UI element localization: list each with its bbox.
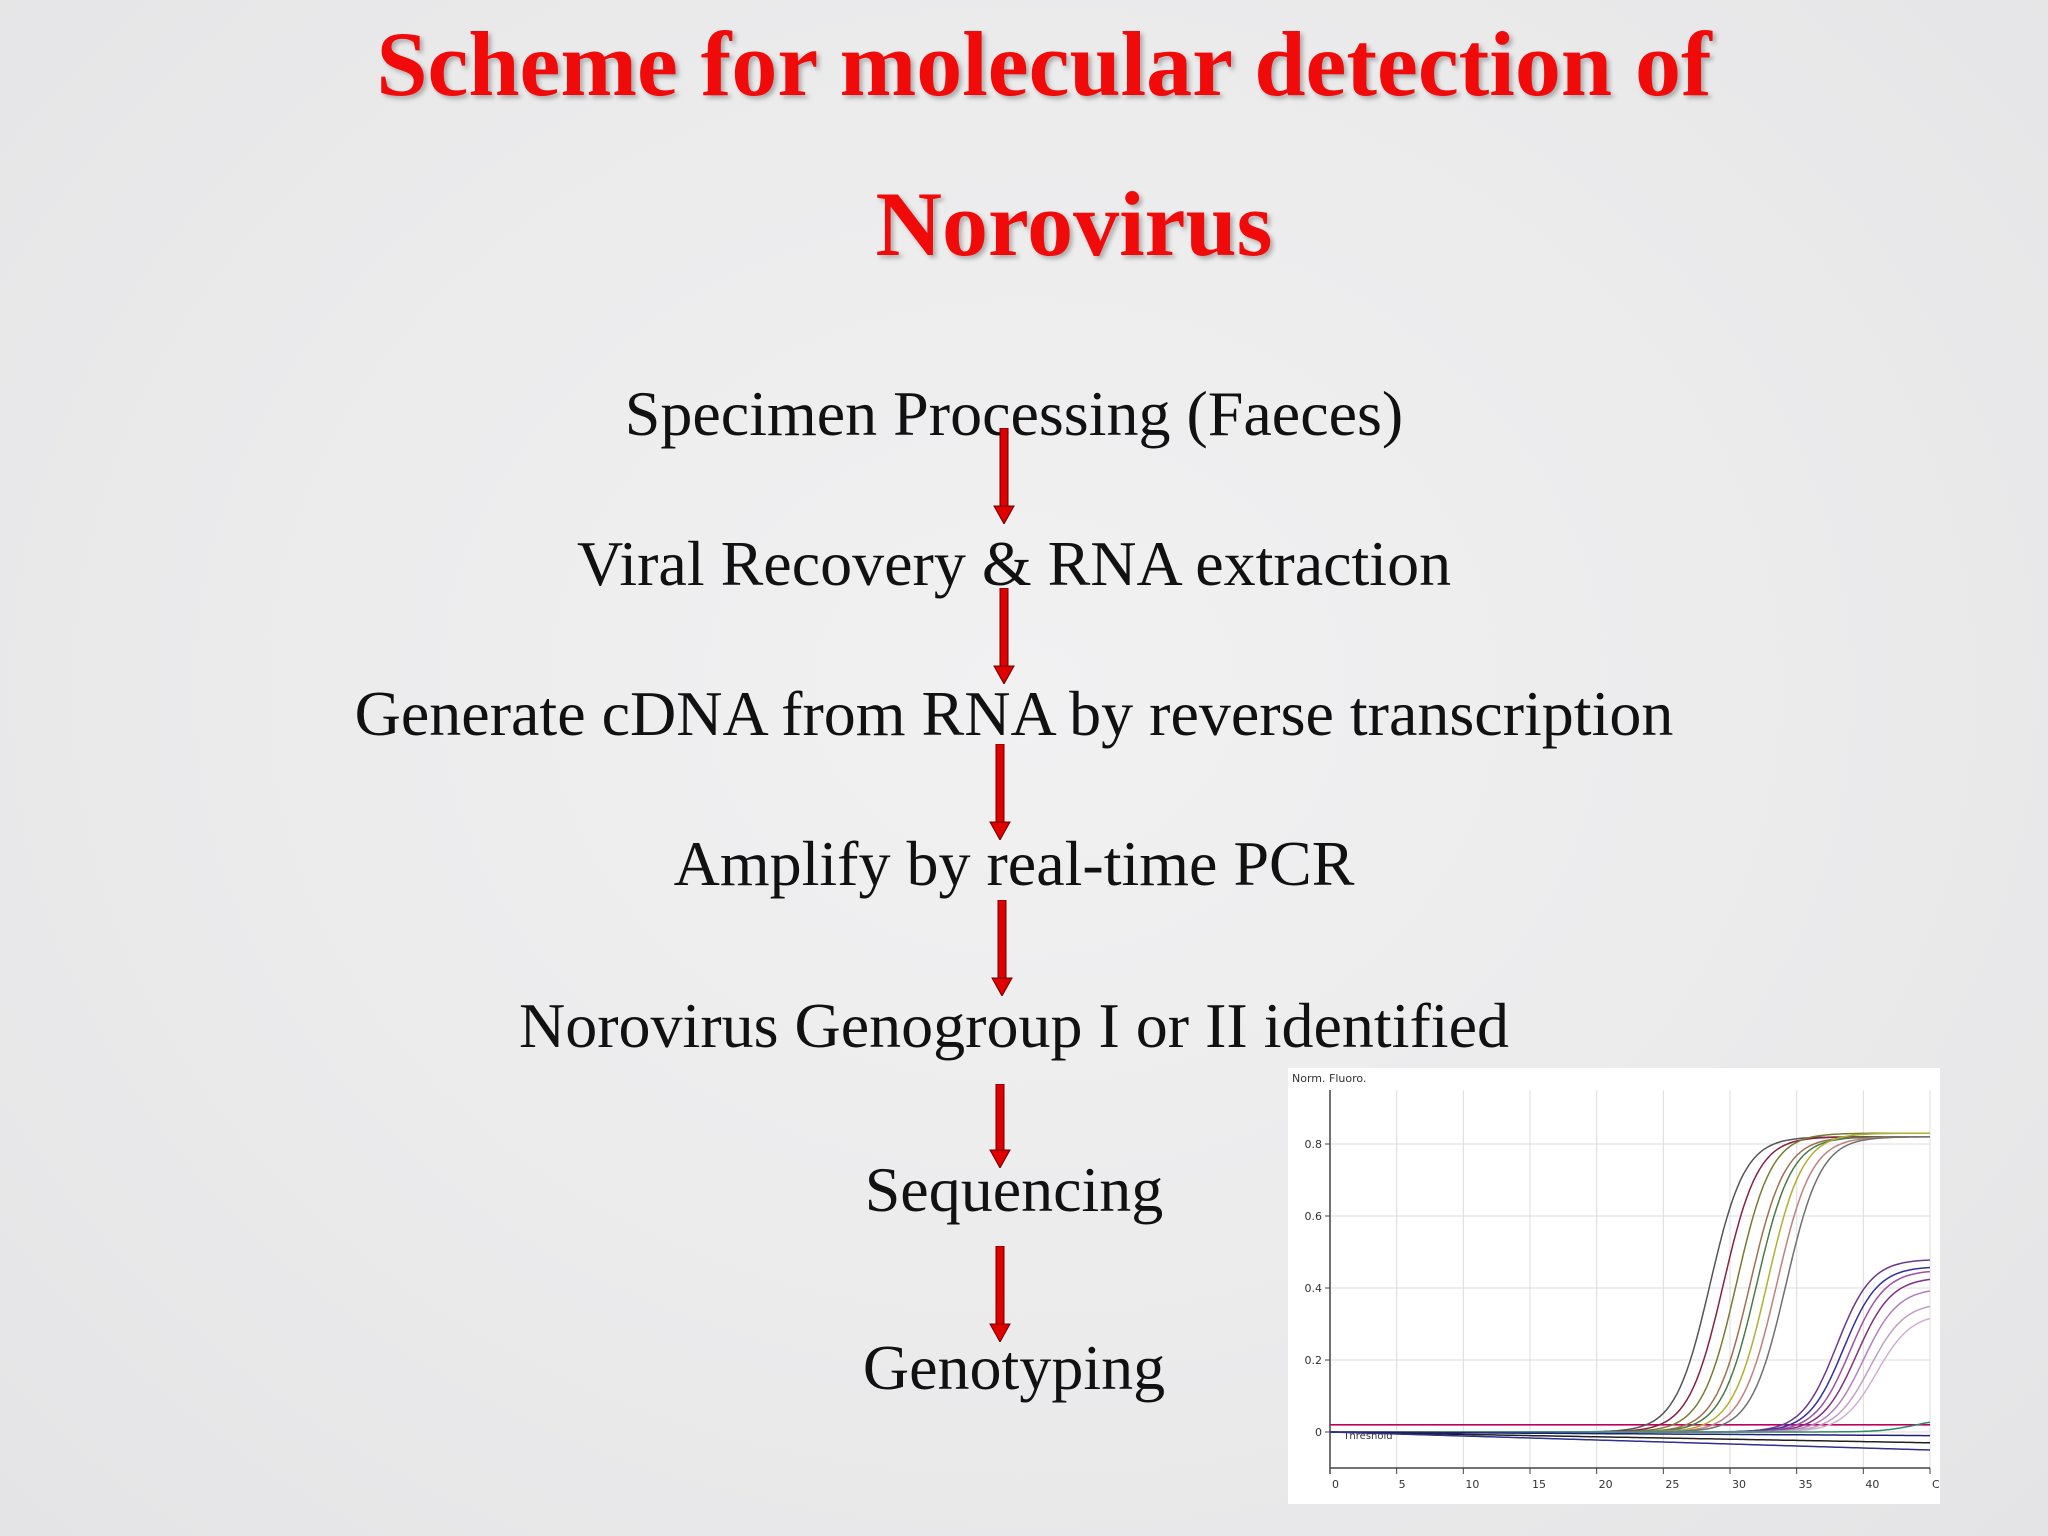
slide-title-line-2: Norovirus <box>875 173 1273 275</box>
flow-arrow-3 <box>989 744 1011 840</box>
x-tick-label: 15 <box>1532 1478 1546 1491</box>
amplification-curve-14 <box>1330 1305 1931 1433</box>
x-tick-label: 0 <box>1332 1478 1339 1491</box>
amplification-curve-13 <box>1330 1290 1931 1433</box>
x-tick-label: 10 <box>1465 1478 1479 1491</box>
amplification-curve-11 <box>1330 1270 1931 1433</box>
amplification-curve-3 <box>1330 1132 1930 1433</box>
flow-arrow-2 <box>993 588 1015 684</box>
amplification-curve-9 <box>1330 1259 1931 1433</box>
amplification-curve-17 <box>1330 1431 1930 1437</box>
flow-arrow-6 <box>989 1246 1011 1342</box>
step-sequencing: Sequencing <box>864 1154 1164 1225</box>
x-tick-label: 5 <box>1399 1478 1406 1491</box>
amplification-curve-10 <box>1330 1266 1931 1433</box>
amplification-curve-19 <box>1329 1431 1931 1451</box>
y-tick-label: 0 <box>1315 1426 1322 1439</box>
flow-arrow-4 <box>991 900 1013 996</box>
amplification-curve-18 <box>1329 1431 1931 1444</box>
x-tick-label: 40 <box>1865 1478 1879 1491</box>
y-tick-label: 0.8 <box>1305 1138 1323 1151</box>
flow-arrow-5 <box>989 1084 1011 1168</box>
step-genotyping: Genotyping <box>862 1332 1166 1403</box>
y-tick-label: 0.2 <box>1305 1354 1323 1367</box>
x-tick-label: 20 <box>1599 1478 1613 1491</box>
step-specimen-processing: Specimen Processing (Faeces) <box>624 378 1404 449</box>
threshold-label: Threshold <box>1342 1431 1392 1442</box>
amplification-curve-6 <box>1330 1132 1930 1433</box>
step-viral-recovery: Viral Recovery & RNA extraction <box>576 528 1452 599</box>
pcr-chart-svg: Norm. Fluoro. 0 0.2 0.4 0.6 0.8 0 5 10 15 20 25 30 35… <box>1292 1072 1940 1491</box>
y-axis-label: Norm. Fluoro. <box>1292 1072 1366 1085</box>
y-tick-label: 0.4 <box>1305 1282 1323 1295</box>
step-generate-cdna: Generate cDNA from RNA by reverse transc… <box>354 678 1674 749</box>
pcr-amplification-chart: Norm. Fluoro. 0 0.2 0.4 0.6 0.8 0 5 10 15 20 25 30 35… <box>1288 1068 1940 1504</box>
slide-title-line-1: Scheme for molecular detection of <box>376 13 1712 115</box>
x-tick-label: 25 <box>1665 1478 1679 1491</box>
x-tick-label: 30 <box>1732 1478 1746 1491</box>
step-amplify-pcr: Amplify by real-time PCR <box>673 828 1355 899</box>
x-tick-label: Cycle <box>1932 1478 1940 1491</box>
y-tick-label: 0.6 <box>1305 1210 1323 1223</box>
step-genogroup-identified: Norovirus Genogroup I or II identified <box>519 990 1509 1061</box>
x-tick-label: 35 <box>1799 1478 1813 1491</box>
flow-arrow-1 <box>993 428 1015 524</box>
